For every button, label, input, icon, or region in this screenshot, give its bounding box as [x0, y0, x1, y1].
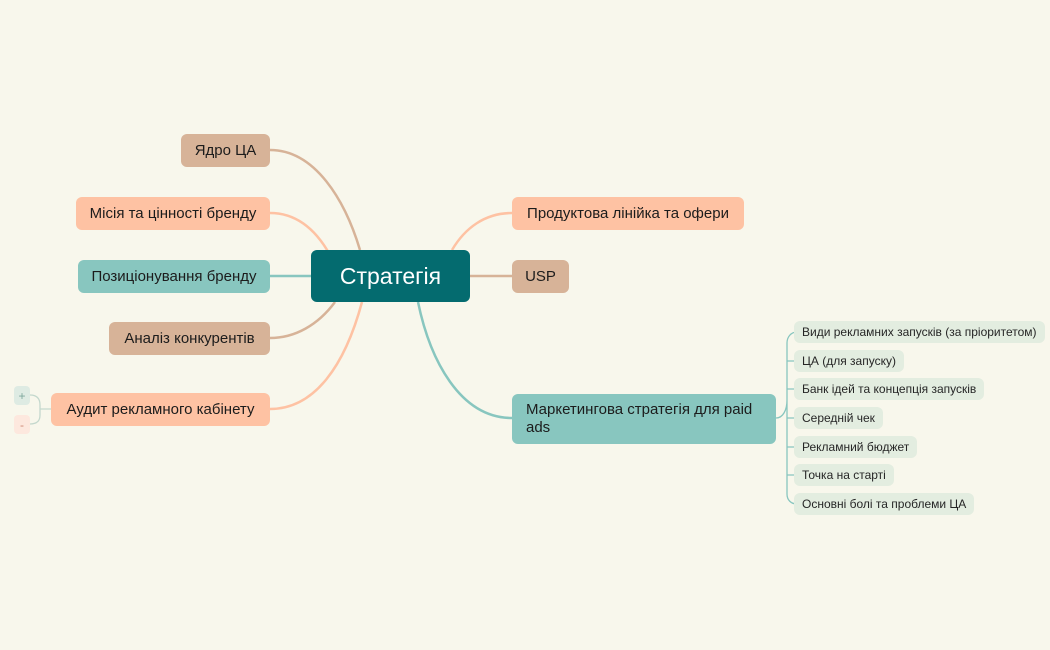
- topic-label: Місія та цінності бренду: [89, 205, 257, 222]
- link-misiya: [269, 211, 332, 256]
- topic-usp[interactable]: USP: [512, 260, 569, 293]
- link-audyt: [269, 301, 364, 411]
- topic-label: Позиціонування бренду: [91, 268, 257, 285]
- subtopic-label: ЦА (для запуску): [802, 354, 896, 368]
- subtopic-label: Банк ідей та концепція запусків: [802, 382, 977, 396]
- topic-label: Аналіз конкурентів: [124, 330, 255, 347]
- topic-yadro-ca[interactable]: Ядро ЦА: [181, 134, 270, 167]
- collapse-button[interactable]: -: [14, 415, 30, 434]
- topic-label: USP: [525, 268, 556, 285]
- topic-label: Ядро ЦА: [194, 142, 257, 159]
- link-yadro: [269, 148, 362, 251]
- topic-label: Маркетингова стратегія для paid ads: [526, 401, 753, 436]
- topic-marketing-strategy[interactable]: Маркетингова стратегія для paid ads: [512, 394, 776, 444]
- subtopic-label: Основні болі та проблеми ЦА: [802, 497, 967, 511]
- link-marketing: [416, 301, 513, 420]
- subtopic-item[interactable]: Середній чек: [794, 407, 883, 429]
- topic-label: Аудит рекламного кабінету: [66, 401, 255, 418]
- topic-label: Продуктова лінійка та офери: [527, 205, 729, 222]
- subtopic-item[interactable]: ЦА (для запуску): [794, 350, 904, 372]
- link-produktova: [450, 211, 513, 251]
- subtopic-label: Середній чек: [802, 411, 875, 425]
- subtopic-item[interactable]: Основні болі та проблеми ЦА: [794, 493, 975, 515]
- plus-icon: +: [18, 388, 26, 403]
- subtopic-item[interactable]: Види рекламних запусків (за пріоритетом): [794, 321, 1045, 343]
- topic-analiz-konkurentiv[interactable]: Аналіз конкурентів: [109, 322, 270, 355]
- subtopic-label: Види рекламних запусків (за пріоритетом): [802, 325, 1037, 339]
- expand-button[interactable]: +: [14, 386, 30, 405]
- minus-icon: -: [20, 417, 24, 432]
- topic-pozytsionuvannya[interactable]: Позиціонування бренду: [78, 260, 270, 293]
- topic-misiya[interactable]: Місія та цінності бренду: [76, 197, 270, 230]
- control-bracket: [29, 394, 52, 425]
- central-topic[interactable]: Стратегія: [311, 250, 470, 302]
- central-topic-label: Стратегія: [339, 262, 442, 289]
- subtopic-item[interactable]: Рекламний бюджет: [794, 436, 918, 458]
- link-analiz: [269, 301, 337, 340]
- subtopic-item[interactable]: Банк ідей та концепція запусків: [794, 378, 985, 400]
- subtopic-label: Рекламний бюджет: [802, 440, 910, 454]
- topic-audyt[interactable]: Аудит рекламного кабінету: [51, 393, 270, 426]
- subtopic-label: Точка на старті: [802, 468, 886, 482]
- topic-produktova[interactable]: Продуктова лінійка та офери: [512, 197, 744, 230]
- subtopic-item[interactable]: Точка на старті: [794, 464, 894, 486]
